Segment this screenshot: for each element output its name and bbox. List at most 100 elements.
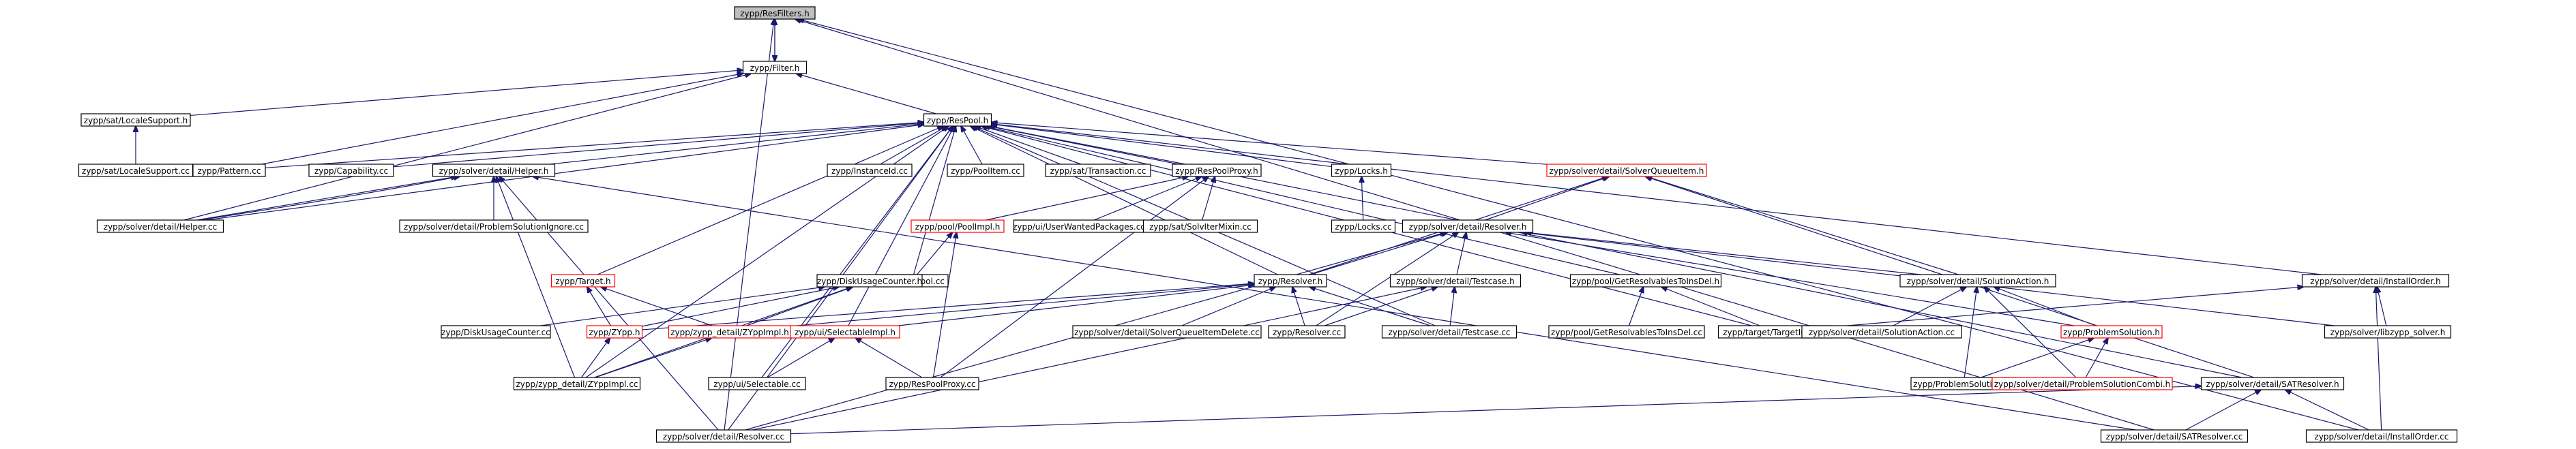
node-label: zypp/solver/detail/Resolver.cc xyxy=(663,432,784,442)
graph-node-filter[interactable]: zypp/Filter.h xyxy=(742,61,808,74)
node-box[interactable] xyxy=(1801,325,1962,339)
node-box[interactable] xyxy=(1992,377,2173,390)
graph-node-satresolver_h[interactable]: zypp/solver/detail/SATResolver.h xyxy=(2200,377,2345,390)
graph-node-poolitem[interactable]: zypp/PoolItem.cc xyxy=(947,164,1024,177)
node-box[interactable] xyxy=(1381,325,1518,339)
node-box[interactable] xyxy=(2305,429,2458,443)
node-box[interactable] xyxy=(80,113,191,127)
graph-node-transaction[interactable]: zypp/sat/Transaction.cc xyxy=(1045,164,1151,177)
node-box[interactable] xyxy=(655,429,792,443)
graph-node-testcase_cc[interactable]: zypp/solver/detail/Testcase.cc xyxy=(1381,325,1518,339)
graph-node-target_h[interactable]: zypp/Target.h xyxy=(550,274,616,288)
graph-node-satresolver_cc[interactable]: zypp/solver/detail/SATResolver.cc xyxy=(2100,429,2249,443)
edge-poolitem-to-respool xyxy=(961,126,983,165)
graph-node-respool[interactable]: zypp/ResPool.h xyxy=(923,113,992,127)
graph-node-localesupport_cc[interactable]: zypp/sat/LocaleSupport.cc xyxy=(78,164,194,177)
graph-node-pattern[interactable]: zypp/Pattern.cc xyxy=(192,164,266,177)
graph-node-locks_h[interactable]: zypp/Locks.h xyxy=(1331,164,1392,177)
node-box[interactable] xyxy=(1331,219,1396,233)
graph-node-problemsolutioncombi[interactable]: zypp/solver/detail/ProblemSolutionCombi.… xyxy=(1992,377,2173,390)
graph-node-locks_cc[interactable]: zypp/Locks.cc xyxy=(1331,219,1396,233)
graph-node-poolimpl_h[interactable]: zypp/pool/PoolImpl.h xyxy=(911,219,1005,233)
graph-node-zypp_h[interactable]: zypp/ZYpp.h xyxy=(586,325,643,339)
node-label: zypp/InstanceId.cc xyxy=(831,166,908,176)
edge-selectableimpl_h-to-respool xyxy=(848,126,954,326)
node-box[interactable] xyxy=(399,219,589,233)
node-box[interactable] xyxy=(1172,164,1262,177)
edge-respoolproxy_cc-to-selectableimpl_h xyxy=(855,338,923,378)
node-box[interactable] xyxy=(192,164,266,177)
node-box[interactable] xyxy=(947,164,1024,177)
node-box[interactable] xyxy=(790,325,900,339)
node-box[interactable] xyxy=(1402,219,1534,233)
graph-node-instanceid[interactable]: zypp/InstanceId.cc xyxy=(827,164,913,177)
node-box[interactable] xyxy=(308,164,394,177)
graph-node-resolver_detail_h[interactable]: zypp/solver/detail/Resolver.h xyxy=(1402,219,1534,233)
graph-node-zyppimpl_h[interactable]: zypp/zypp_detail/ZYppImpl.h xyxy=(668,325,792,339)
graph-node-userwanted[interactable]: zypp/ui/UserWantedPackages.cc xyxy=(1013,219,1145,233)
node-box[interactable] xyxy=(2301,274,2450,288)
graph-node-resolver_detail_cc[interactable]: zypp/solver/detail/Resolver.cc xyxy=(655,429,792,443)
node-box[interactable] xyxy=(432,164,556,177)
node-box[interactable] xyxy=(1268,325,1346,339)
graph-node-libzypp_solver[interactable]: zypp/solver/libzypp_solver.h xyxy=(2324,325,2452,339)
graph-node-respoolproxy_h[interactable]: zypp/ResPoolProxy.h xyxy=(1172,164,1262,177)
node-box[interactable] xyxy=(586,325,643,339)
node-box[interactable] xyxy=(1546,164,1707,177)
node-box[interactable] xyxy=(1899,274,2056,288)
node-box[interactable] xyxy=(923,113,992,127)
graph-node-respoolproxy_cc[interactable]: zypp/ResPoolProxy.cc xyxy=(885,377,979,390)
graph-node-selectableimpl_h[interactable]: zypp/ui/SelectableImpl.h xyxy=(790,325,900,339)
node-box[interactable] xyxy=(1331,164,1392,177)
node-box[interactable] xyxy=(2324,325,2452,339)
graph-node-selectable_cc[interactable]: zypp/ui/Selectable.cc xyxy=(708,377,806,390)
node-box[interactable] xyxy=(1254,274,1327,288)
node-box[interactable] xyxy=(1569,274,1722,288)
graph-node-diskusage_h[interactable]: zypp/DiskUsageCounter.h xyxy=(816,274,923,288)
node-label: zypp/solver/detail/Testcase.cc xyxy=(1388,328,1510,337)
node-box[interactable] xyxy=(441,325,551,339)
node-box[interactable] xyxy=(827,164,913,177)
graph-node-resolver_cc[interactable]: zypp/Resolver.cc xyxy=(1268,325,1346,339)
graph-node-sqidelete[interactable]: zypp/solver/detail/SolverQueueItemDelete… xyxy=(1072,325,1262,339)
node-box[interactable] xyxy=(1045,164,1151,177)
graph-node-getres_cc[interactable]: zypp/pool/GetResolvablesToInsDel.cc xyxy=(1548,325,1705,339)
node-box[interactable] xyxy=(2200,377,2345,390)
graph-node-installorder_cc[interactable]: zypp/solver/detail/InstallOrder.cc xyxy=(2305,429,2458,443)
node-box[interactable] xyxy=(911,219,1005,233)
graph-node-installorder_h[interactable]: zypp/solver/detail/InstallOrder.h xyxy=(2301,274,2450,288)
node-box[interactable] xyxy=(742,61,808,74)
node-box[interactable] xyxy=(2100,429,2249,443)
node-box[interactable] xyxy=(550,274,616,288)
graph-node-helper_h[interactable]: zypp/solver/detail/Helper.h xyxy=(432,164,556,177)
node-box[interactable] xyxy=(96,219,224,233)
graph-node-problemsolution_h[interactable]: zypp/ProblemSolution.h xyxy=(2060,325,2163,339)
graph-node-capability[interactable]: zypp/Capability.cc xyxy=(308,164,394,177)
graph-node-solverqueueitem_h[interactable]: zypp/solver/detail/SolverQueueItem.h xyxy=(1546,164,1707,177)
node-box[interactable] xyxy=(1072,325,1262,339)
node-box[interactable] xyxy=(513,377,641,390)
node-box[interactable] xyxy=(885,377,979,390)
node-box[interactable] xyxy=(734,6,816,20)
graph-node-resfilters[interactable]: zypp/ResFilters.h xyxy=(734,6,816,20)
graph-node-solutionaction_h[interactable]: zypp/solver/detail/SolutionAction.h xyxy=(1899,274,2056,288)
graph-node-localesupport_h[interactable]: zypp/sat/LocaleSupport.h xyxy=(80,113,191,127)
graph-node-solutionaction_cc[interactable]: zypp/solver/detail/SolutionAction.cc xyxy=(1801,325,1962,339)
graph-node-resolver_h[interactable]: zypp/Resolver.h xyxy=(1254,274,1327,288)
graph-node-problemsolutionignore[interactable]: zypp/solver/detail/ProblemSolutionIgnore… xyxy=(399,219,589,233)
graph-node-testcase_h[interactable]: zypp/solver/detail/Testcase.h xyxy=(1389,274,1522,288)
graph-node-solvitermixin[interactable]: zypp/sat/SolvIterMixin.cc xyxy=(1142,219,1258,233)
graph-node-getres_h[interactable]: zypp/pool/GetResolvablesToInsDel.h xyxy=(1569,274,1722,288)
node-box[interactable] xyxy=(708,377,806,390)
graph-node-helper_cc[interactable]: zypp/solver/detail/Helper.cc xyxy=(96,219,224,233)
node-box[interactable] xyxy=(1548,325,1705,339)
node-box[interactable] xyxy=(1142,219,1258,233)
edge-diskusage_cc-to-diskusage_h xyxy=(540,287,825,326)
edge-resolver_cc-to-testcase_h xyxy=(1324,287,1438,326)
edge-respoolproxy_cc-to-respoolproxy_h xyxy=(940,176,1209,378)
graph-node-diskusage_cc[interactable]: zypp/DiskUsageCounter.cc xyxy=(441,325,551,339)
node-box[interactable] xyxy=(2060,325,2163,339)
node-box[interactable] xyxy=(1389,274,1522,288)
node-box[interactable] xyxy=(816,274,923,288)
graph-node-zyppimpl_cc[interactable]: zypp/zypp_detail/ZYppImpl.cc xyxy=(513,377,641,390)
